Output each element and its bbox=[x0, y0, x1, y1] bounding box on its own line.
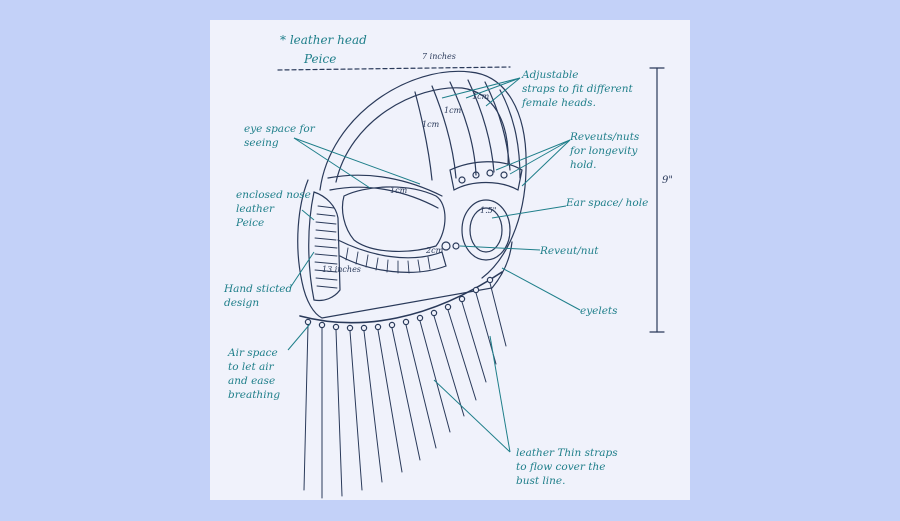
annotation-eye-space: eye space for seeing bbox=[244, 123, 315, 149]
rivet-band bbox=[449, 161, 523, 191]
title-line-1: * leather head bbox=[280, 33, 367, 47]
strap-dimension-a: 1cm bbox=[422, 120, 440, 129]
ear-dimension: 1.5" bbox=[480, 206, 497, 215]
annotation-eyelets: eyelets bbox=[580, 305, 618, 317]
jaw-dimension: 13 inches bbox=[322, 265, 361, 274]
sketch-sheet: * leather head Peice 7 inches 9" 13 inch… bbox=[210, 20, 690, 500]
height-dimension: 9" bbox=[662, 175, 673, 186]
bridge-dimension: 1cm bbox=[390, 186, 408, 195]
annotation-ear-space: Ear space/ hole bbox=[566, 197, 649, 209]
annotation-rivet-nut: Reveut/nut bbox=[540, 245, 599, 257]
thin-straps bbox=[303, 282, 507, 499]
width-dimension-line bbox=[277, 66, 511, 71]
annotation-air-space: Air space to let air and ease breathing bbox=[228, 347, 281, 401]
width-dimension: 7 inches bbox=[422, 52, 456, 61]
annotation-hand-stitched: Hand sticted design bbox=[224, 283, 293, 309]
nose-stitching bbox=[314, 205, 338, 289]
annotation-rivets-top: Reveuts/nuts for longevity hold. bbox=[570, 131, 640, 171]
eye-opening bbox=[341, 186, 446, 252]
strap-dimension-c: 1cm bbox=[472, 92, 490, 101]
annotation-nose-piece: enclosed nose leather Peice bbox=[236, 189, 311, 229]
cheek-rivet bbox=[441, 241, 451, 251]
helmet-sketch bbox=[277, 66, 665, 499]
cage-inner bbox=[335, 87, 509, 183]
title-line-2: Peice bbox=[304, 52, 337, 66]
ear-hole bbox=[461, 199, 511, 261]
strap-dimension-b: 1cm bbox=[444, 106, 462, 115]
face-mask bbox=[297, 179, 513, 319]
jaw-band bbox=[337, 239, 447, 273]
annotation-thin-straps: leather Thin straps to flow cover the bu… bbox=[516, 447, 618, 487]
annotation-adjustable-straps: Adjustable straps to fit different femal… bbox=[522, 69, 633, 109]
cheek-dimension: 2cm bbox=[426, 246, 444, 255]
nose-piece bbox=[308, 191, 341, 302]
